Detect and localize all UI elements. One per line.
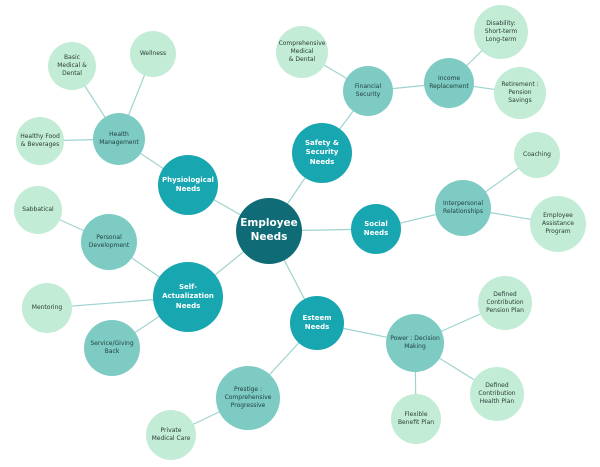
node-mentoring: Mentoring (22, 283, 72, 333)
node-safety-security-needs: Safety & Security Needs (292, 123, 352, 183)
node-prestige: Prestige : Comprehensive Progressive (216, 366, 280, 430)
node-self-actualization-needs: Self-Actualization Needs (153, 262, 223, 332)
node-private-medical-care: Private Medical Care (146, 410, 196, 460)
node-basic-medical-dental: Basic Medical & Dental (48, 42, 96, 90)
node-comprehensive-medical-dental: Comprehensive Medical & Dental (276, 26, 328, 78)
node-health-management: Health Management (93, 113, 145, 165)
node-coaching: Coaching (514, 132, 560, 178)
node-physiological-needs: Physiological Needs (158, 155, 218, 215)
node-wellness: Wellness (130, 31, 176, 77)
node-income-replacement: Income Replacement (424, 58, 474, 108)
node-financial-security: Financial Security (343, 66, 393, 116)
node-flexible-benefit-plan: Flexible Benefit Plan (391, 394, 441, 444)
node-employee-assistance-program: Employee Assistance Program (530, 196, 586, 252)
node-disability: Disability: Short-term Long-term (474, 5, 528, 59)
node-social-needs: Social Needs (351, 204, 401, 254)
node-personal-development: Personal Development (81, 214, 137, 270)
node-employee-needs: Employee Needs (236, 198, 302, 264)
node-interpersonal-relationships: Interpersonal Relationships (435, 180, 491, 236)
node-defined-contribution-health-plan: Defined Contribution Health Plan (470, 367, 524, 421)
node-healthy-food-beverages: Healthy Food & Beverages (16, 117, 64, 165)
node-defined-contribution-pension-plan: Defined Contribution Pension Plan (478, 276, 532, 330)
node-sabbatical: Sabbatical (14, 186, 62, 234)
node-retirement-pension: Retirement : Pension Savings (494, 67, 546, 119)
node-service-giving-back: Service/Giving Back (84, 320, 140, 376)
node-power-decision-making: Power : Decision Making (386, 314, 444, 372)
node-esteem-needs: Esteem Needs (290, 296, 344, 350)
